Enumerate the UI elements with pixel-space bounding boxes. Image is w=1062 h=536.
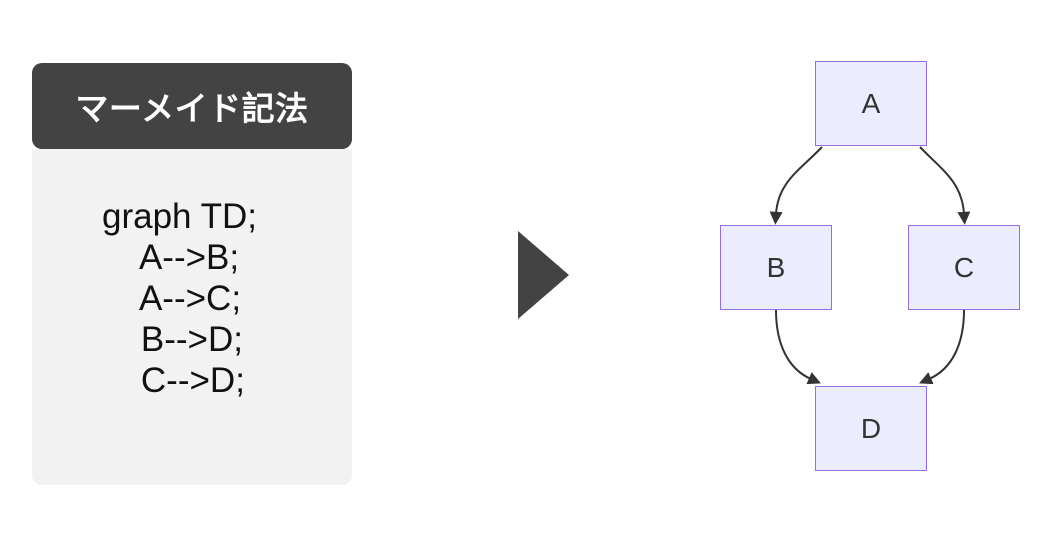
edge-B-D <box>775 309 821 385</box>
node-B-label: B <box>766 251 786 283</box>
code-line-1: graph TD; <box>102 197 257 236</box>
code-line-2: A-->B; <box>102 238 240 277</box>
transform-arrow-icon <box>518 231 569 319</box>
mermaid-code-card: マーメイド記法 graph TD; A-->B; A-->C; B-->D; C… <box>32 63 352 485</box>
edge-A-B <box>769 146 823 225</box>
node-C: C <box>908 225 1020 310</box>
node-C-label: C <box>953 251 975 283</box>
node-D: D <box>815 386 927 471</box>
code-line-3: A-->C; <box>102 279 242 318</box>
node-D-label: D <box>860 412 882 444</box>
code-line-4: B-->D; <box>102 320 243 359</box>
node-B: B <box>720 225 832 310</box>
edge-A-C <box>919 146 971 225</box>
card-title: マーメイド記法 <box>75 90 309 127</box>
code-block: graph TD; A-->B; A-->C; B-->D; C-->D; <box>32 149 352 485</box>
card-header: マーメイド記法 <box>32 63 352 149</box>
node-A: A <box>815 61 927 146</box>
node-A-label: A <box>861 87 881 119</box>
code-line-5: C-->D; <box>102 361 245 400</box>
edge-C-D <box>919 309 965 385</box>
